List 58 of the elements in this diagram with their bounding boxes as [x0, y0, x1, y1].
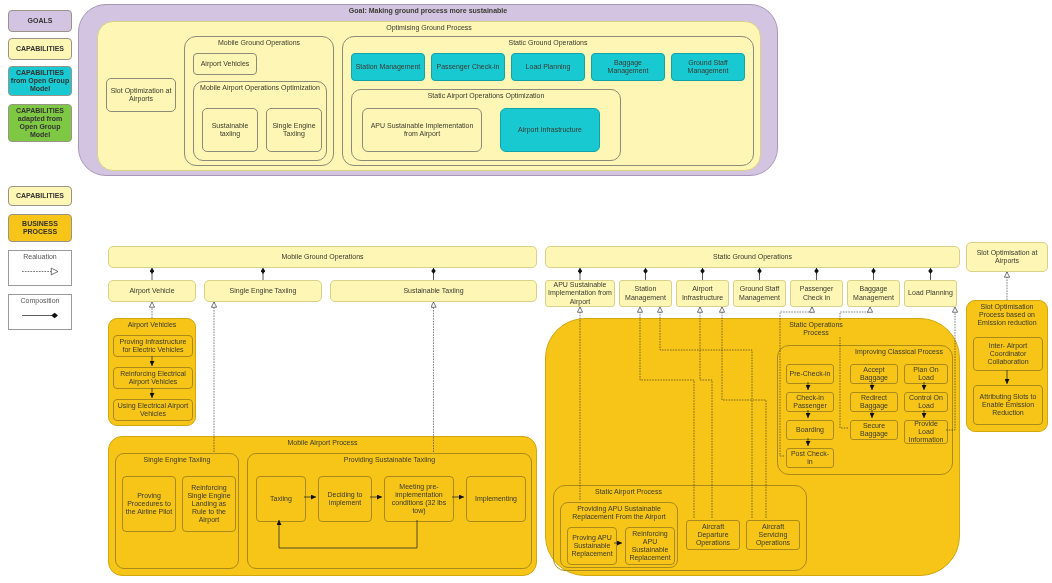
- goal-box: [78, 4, 778, 176]
- process-step-box: [850, 364, 898, 384]
- process-step-box: [384, 476, 454, 522]
- process-step-box: [113, 335, 193, 357]
- capability-box: [847, 280, 900, 307]
- process-step-box: [973, 337, 1043, 371]
- process-box: [108, 318, 196, 426]
- process-step-box: [466, 476, 526, 522]
- process-step-box: [567, 527, 617, 565]
- capability-box: [362, 108, 482, 152]
- capability-box: [591, 53, 665, 81]
- process-box: [545, 318, 960, 576]
- capability-box: [676, 280, 729, 307]
- capability-box: [431, 53, 505, 81]
- capability-box: [351, 53, 425, 81]
- process-step-box: [182, 476, 236, 532]
- process-step-box: [777, 345, 953, 475]
- process-step-box: [256, 476, 306, 522]
- capability-box: [511, 53, 585, 81]
- process-step-box: [850, 420, 898, 440]
- capability-box: [342, 36, 754, 166]
- capability-box: [545, 246, 960, 268]
- capability-box: [330, 280, 537, 302]
- capability-box: [733, 280, 786, 307]
- process-step-box: [746, 520, 800, 550]
- capability-box: [97, 21, 761, 171]
- process-step-box: [786, 392, 834, 412]
- capability-box: [106, 78, 176, 112]
- process-step-box: [786, 364, 834, 384]
- capability-box: [266, 108, 322, 152]
- capability-box: [202, 108, 258, 152]
- process-step-box: [904, 364, 948, 384]
- process-step-box: [247, 453, 532, 569]
- process-step-box: [686, 520, 740, 550]
- process-step-box: [973, 385, 1043, 425]
- process-step-box: [560, 502, 678, 568]
- process-step-box: [115, 453, 239, 569]
- capability-box: [184, 36, 334, 166]
- process-step-box: [850, 392, 898, 412]
- capability-box: [193, 53, 257, 75]
- process-step-box: [122, 476, 176, 532]
- capability-box: [500, 108, 600, 152]
- capability-box: [790, 280, 843, 307]
- process-box: [108, 436, 537, 576]
- process-box: [966, 300, 1048, 432]
- process-step-box: [553, 485, 807, 571]
- capability-box: [108, 246, 537, 268]
- capability-box: [619, 280, 672, 307]
- capability-box: [671, 53, 745, 81]
- capability-box: [966, 242, 1048, 272]
- capability-box: [351, 89, 621, 161]
- process-step-box: [113, 367, 193, 389]
- capability-box: [204, 280, 322, 302]
- process-step-box: [786, 420, 834, 440]
- capability-box: [108, 280, 196, 302]
- capability-box: [193, 81, 327, 161]
- capability-box: [904, 280, 957, 307]
- process-step-box: [318, 476, 372, 522]
